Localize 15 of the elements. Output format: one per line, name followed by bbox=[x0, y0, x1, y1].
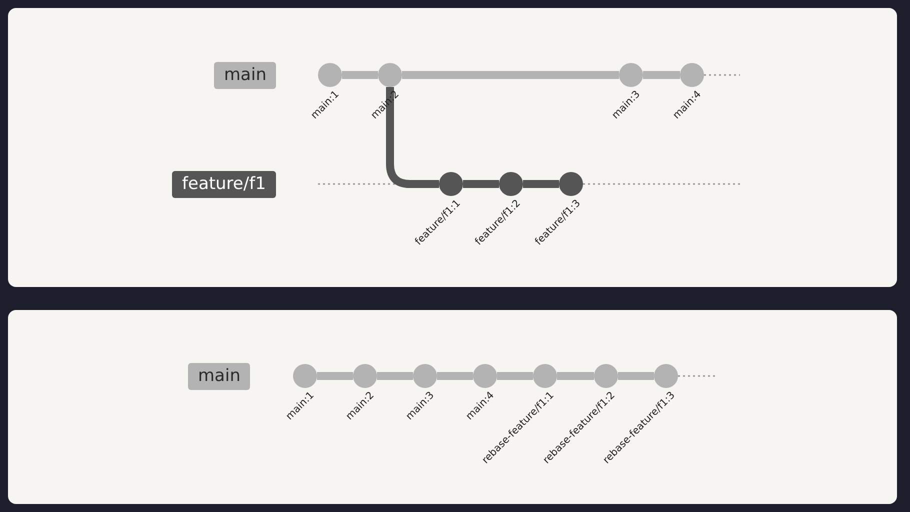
branch-line bbox=[643, 71, 680, 79]
branch-line bbox=[402, 71, 619, 79]
branch-line bbox=[437, 372, 473, 380]
branch-label: feature/f1 bbox=[172, 171, 276, 198]
branch-line bbox=[618, 372, 654, 380]
branch-line bbox=[523, 180, 559, 188]
branch-line bbox=[377, 372, 413, 380]
branch-line bbox=[557, 372, 594, 380]
branch-line bbox=[342, 71, 378, 79]
branch-line bbox=[317, 372, 353, 380]
branch-label: main bbox=[214, 62, 276, 89]
branch-label: main bbox=[188, 363, 250, 390]
branch-line bbox=[497, 372, 533, 380]
branch-line bbox=[463, 180, 499, 188]
branch-line bbox=[386, 87, 439, 188]
